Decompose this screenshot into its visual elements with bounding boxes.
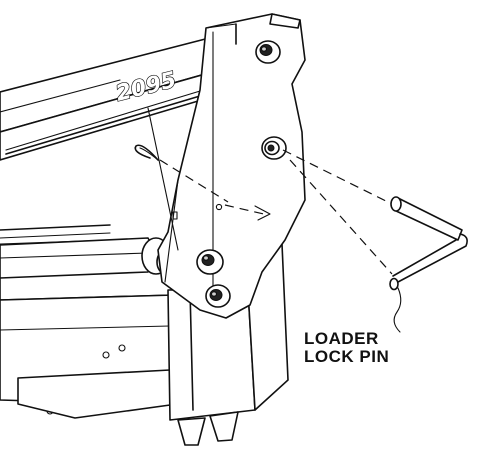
lower-bolt [205, 284, 231, 308]
small-rivet [215, 203, 223, 211]
loader-lock-pin [389, 196, 468, 291]
loader-boom-arm [0, 27, 263, 161]
top-bolt [255, 40, 281, 64]
side-plate [147, 13, 306, 319]
lock-pin-hole [261, 136, 287, 160]
pivot-bolt [196, 249, 224, 275]
hairpin-clip [134, 144, 159, 161]
assembly-guide-lines [159, 149, 399, 275]
callout-label-lock-pin: LOCK PIN [304, 347, 390, 366]
callout-leader-line [393, 287, 402, 333]
hydraulic-cylinder [0, 237, 176, 279]
mount-bracket [167, 243, 289, 446]
callout-label-loader: LOADER [304, 329, 379, 348]
